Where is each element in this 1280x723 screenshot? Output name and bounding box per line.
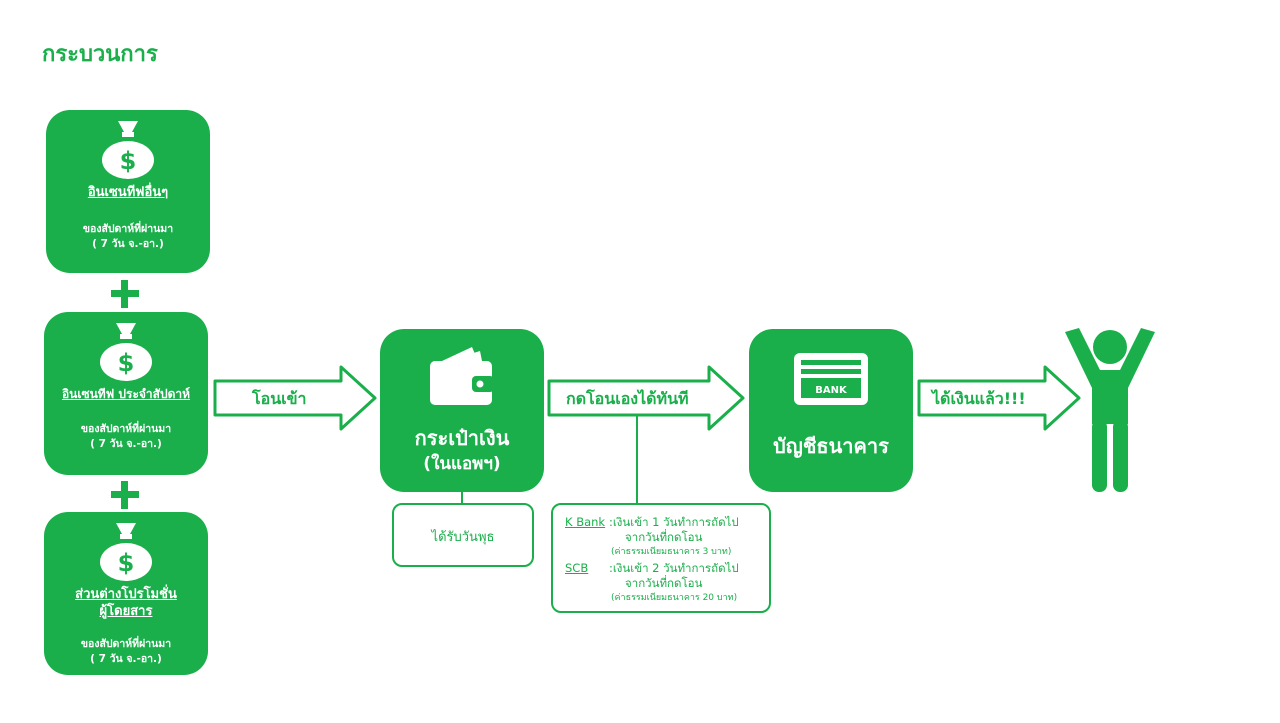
scb-note-line1: :เงินเข้า 2 วันทำการถัดไป [609, 561, 739, 575]
person-cheering-icon [1065, 328, 1155, 492]
income-box-promotion-difference: $ ส่วนต่างโปรโมชั่น ผู้โดยสาร ของสัปดาห์… [44, 512, 208, 675]
income-box-other-incentive: $ อินเซนทีฟอื่นๆ ของสัปดาห์ที่ผ่านมา ( 7… [46, 110, 210, 273]
bank-card-text: BANK [815, 385, 848, 396]
wallet-icon [430, 347, 494, 405]
income-period: ของสัปดาห์ที่ผ่านมา [80, 638, 172, 650]
arrow-label-transfer-in: โอนเข้า [252, 389, 307, 408]
income-name: อินเซนทีฟ ประจำสัปดาห์ [61, 387, 191, 401]
bank-transfer-notes: K Bank :เงินเข้า 1 วันทำการถัดไป จากวันท… [551, 503, 771, 613]
income-period-range: ( 7 วัน จ.-อา.) [90, 653, 162, 665]
connector-line [636, 414, 638, 504]
connector-line [461, 492, 463, 504]
bank-name-scb: SCB [565, 561, 589, 575]
wallet-note: ได้รับวันพุธ [392, 503, 534, 567]
scb-note-line2: จากวันที่กดโอน [625, 576, 703, 590]
plus-icon [111, 280, 139, 308]
income-box-weekly-incentive: $ อินเซนทีฟ ประจำสัปดาห์ ของสัปดาห์ที่ผ่… [44, 312, 208, 475]
plus-icon [111, 481, 139, 509]
arrow-money-received [917, 365, 1081, 431]
money-bag-icon: $ [102, 121, 154, 179]
income-name-cont: ผู้โดยสาร [99, 604, 153, 619]
wallet-label-sub: (ในแอพฯ) [423, 454, 501, 474]
arrow-label-money-received: ได้เงินแล้ว!!! [932, 389, 1026, 408]
wallet-box: กระเป๋าเงิน (ในแอพฯ) [380, 329, 544, 492]
bank-name-kbank: K Bank [565, 515, 606, 529]
income-period: ของสัปดาห์ที่ผ่านมา [80, 423, 172, 435]
wallet-note-text: ได้รับวันพุธ [431, 530, 495, 545]
kbank-fee: (ค่าธรรมเนียมธนาคาร 3 บาท) [611, 547, 732, 557]
kbank-note-line2: จากวันที่กดโอน [625, 530, 703, 544]
svg-text:$: $ [118, 349, 135, 377]
svg-text:$: $ [120, 147, 137, 175]
income-name: ส่วนต่างโปรโมชั่น [75, 587, 177, 602]
page-title: กระบวนการ [42, 42, 158, 67]
bank-card-icon: BANK [794, 353, 868, 405]
arrow-transfer-in [213, 365, 377, 431]
money-bag-icon: $ [100, 523, 152, 581]
income-period-range: ( 7 วัน จ.-อา.) [90, 438, 162, 450]
income-period: ของสัปดาห์ที่ผ่านมา [82, 223, 174, 235]
income-name: อินเซนทีฟอื่นๆ [87, 185, 169, 200]
income-period-range: ( 7 วัน จ.-อา.) [92, 238, 164, 250]
wallet-label: กระเป๋าเงิน [414, 426, 510, 450]
arrow-withdraw-now [547, 365, 745, 431]
svg-text:$: $ [118, 549, 135, 577]
kbank-note-line1: :เงินเข้า 1 วันทำการถัดไป [609, 515, 739, 529]
arrow-label-withdraw-now: กดโอนเองได้ทันที [566, 389, 689, 408]
money-bag-icon: $ [100, 323, 152, 381]
bank-account-box: BANK บัญชีธนาคาร [749, 329, 913, 492]
bank-account-label: บัญชีธนาคาร [773, 434, 889, 458]
scb-fee: (ค่าธรรมเนียมธนาคาร 20 บาท) [611, 593, 738, 603]
